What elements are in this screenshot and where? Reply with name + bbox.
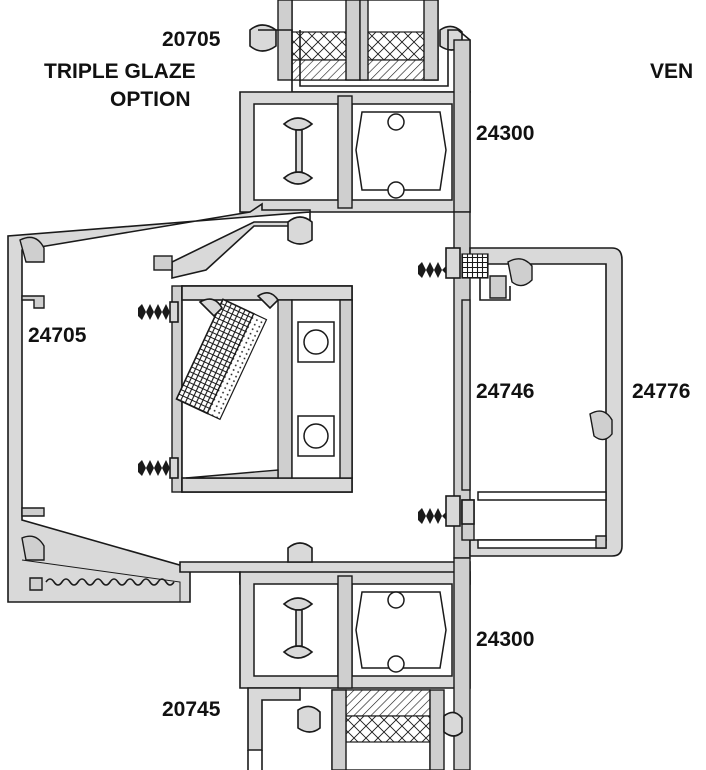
right-frame-profile bbox=[461, 247, 623, 557]
vent-assembly bbox=[171, 285, 353, 493]
lower-mullion-profile bbox=[179, 542, 471, 770]
label-24746: 24746 bbox=[476, 380, 534, 403]
upper-mullion-profile bbox=[239, 29, 471, 213]
label-24300-upper: 24300 bbox=[476, 122, 534, 145]
bottom-glazing-unit bbox=[247, 687, 463, 770]
screw-upper-left bbox=[138, 301, 179, 323]
label-24300-lower: 24300 bbox=[476, 628, 534, 651]
screw-lower-right bbox=[418, 499, 475, 525]
label-20745: 20745 bbox=[162, 698, 221, 721]
label-ven: VEN bbox=[650, 60, 693, 83]
label-triple-glaze: TRIPLE GLAZE bbox=[44, 60, 196, 83]
label-24705: 24705 bbox=[28, 324, 87, 347]
label-24776: 24776 bbox=[632, 380, 690, 403]
label-20705: 20705 bbox=[162, 28, 221, 51]
top-glazing-unit bbox=[249, 0, 463, 81]
screw-lower-left bbox=[138, 457, 179, 479]
wave-gasket bbox=[45, 578, 175, 586]
label-option: OPTION bbox=[110, 88, 191, 111]
screw-upper-right bbox=[418, 253, 489, 279]
